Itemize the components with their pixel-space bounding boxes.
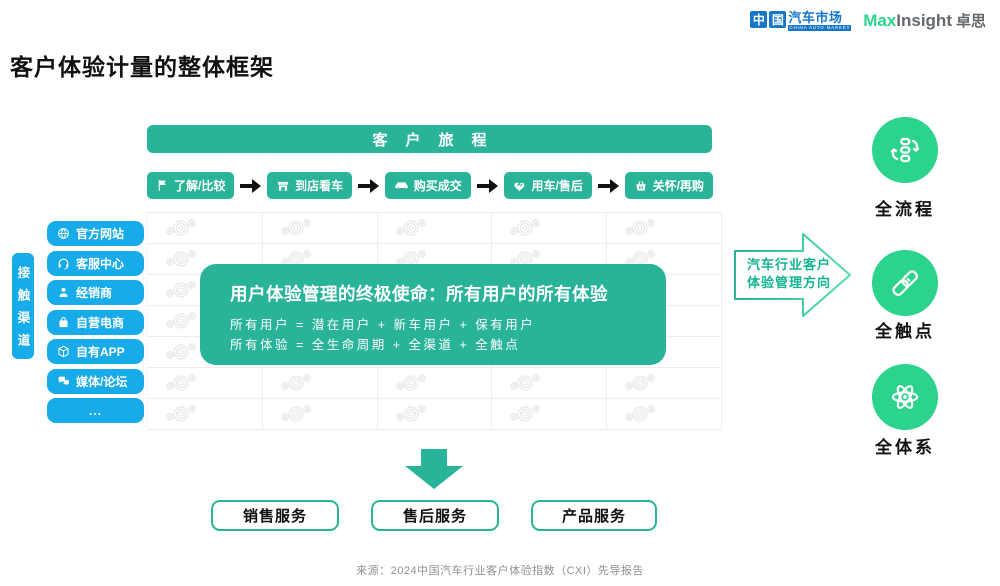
grid-cell <box>377 213 493 244</box>
brand-logos: 中 国 汽车市场 CHINA AUTO MARKET Max Insight 卓… <box>750 10 986 31</box>
headset-icon <box>58 258 69 269</box>
pillar-label-full-process: 全流程 <box>875 200 935 219</box>
step-care-repurchase: 关怀/再购 <box>624 172 713 199</box>
concentric-circles-icon <box>510 374 541 391</box>
mission-formula-experience: 所有体验 = 全生命周期 + 全渠道 + 全触点 <box>230 338 521 352</box>
concentric-circles-icon <box>510 250 541 267</box>
process-icon <box>890 137 920 163</box>
arrow-right-icon <box>357 178 379 193</box>
down-arrow-icon <box>405 449 463 494</box>
channel-ecommerce: 自营电商 <box>47 309 144 335</box>
grid-cell <box>377 399 493 430</box>
grid-cell <box>148 368 263 399</box>
grid-cell <box>492 399 608 430</box>
concentric-circles-icon <box>281 374 311 391</box>
concentric-circles-icon <box>166 250 196 267</box>
grid-cell <box>148 399 263 430</box>
channel-group-label: 接触渠道 <box>15 266 30 356</box>
cam-logo-square: 中 <box>750 10 768 28</box>
cam-logo-text: 汽车市场 <box>788 9 843 25</box>
service-product: 产品服务 <box>531 500 657 531</box>
concentric-circles-icon <box>281 219 311 236</box>
channel-service-center: 客服中心 <box>47 250 144 276</box>
concentric-circles-icon <box>625 219 655 236</box>
concentric-circles-icon <box>166 281 196 298</box>
handshake-icon <box>892 270 919 297</box>
maxinsight-logo: Max Insight 卓思 <box>863 11 986 30</box>
journey-steps: 了解/比较 到店看车 购买成交 用车/售后 关怀/再购 <box>147 172 713 199</box>
service-aftersales: 售后服务 <box>371 500 499 531</box>
pillar-full-process <box>872 117 938 183</box>
concentric-circles-icon <box>510 219 541 236</box>
concentric-circles-icon <box>281 405 311 422</box>
concentric-circles-icon <box>510 405 541 422</box>
journey-title: 客户旅程 <box>372 131 505 149</box>
grid-cell <box>607 368 722 399</box>
store-icon <box>277 181 289 191</box>
step-learn-compare: 了解/比较 <box>147 172 235 199</box>
channel-more: ... <box>47 398 144 423</box>
step-visit-store: 到店看车 <box>267 172 353 199</box>
pillar-label-full-system: 全体系 <box>875 438 935 457</box>
china-auto-market-logo: 中 国 汽车市场 CHINA AUTO MARKET <box>750 9 852 31</box>
basket-icon <box>635 180 646 191</box>
mission-title: 用户体验管理的终极使命：所有用户的所有体验 <box>230 284 608 304</box>
concentric-circles-icon <box>625 374 655 391</box>
channel-list: 官方网站 客服中心 经销商 自营电商 自有APP 媒体/论坛 ... <box>47 221 144 423</box>
direction-arrow: 汽车行业客户 体验管理方向 <box>733 231 853 319</box>
source-note: 来源：2024中国汽车行业客户体验指数（CXI）先导报告 <box>356 565 644 577</box>
grid-cell <box>262 399 378 430</box>
grid-cell <box>492 368 608 399</box>
journey-header-bar: 客户旅程 <box>147 125 712 153</box>
pillar-full-touchpoint <box>872 250 938 316</box>
channel-dealer: 经销商 <box>47 280 144 305</box>
concentric-circles-icon <box>625 405 655 422</box>
grid-cell <box>607 213 722 244</box>
channel-official-website: 官方网站 <box>47 221 144 246</box>
channel-own-app: 自有APP <box>47 339 144 364</box>
arrow-right-icon <box>476 178 498 193</box>
grid-cell <box>262 213 378 244</box>
concentric-circles-icon <box>395 374 426 391</box>
concentric-circles-icon <box>166 374 196 391</box>
concentric-circles-icon <box>166 219 196 236</box>
grid-cell <box>262 368 378 399</box>
channel-media-forum: 媒体/论坛 <box>47 368 144 394</box>
grid-cell <box>148 213 263 244</box>
cam-logo-caption: CHINA AUTO MARKET <box>788 24 852 31</box>
pillar-full-system <box>872 364 938 430</box>
concentric-circles-icon <box>395 219 426 236</box>
concentric-circles-icon <box>395 405 426 422</box>
channel-group-tab: 接触渠道 <box>12 253 34 359</box>
concentric-circles-icon <box>166 343 196 360</box>
mission-box: 用户体验管理的终极使命：所有用户的所有体验 所有用户 = 潜在用户 + 新车用户… <box>200 264 666 365</box>
handshake-heart-icon <box>513 182 524 191</box>
globe-icon <box>58 228 69 239</box>
pillar-label-full-touchpoint: 全触点 <box>875 322 935 341</box>
flag-icon <box>158 180 166 191</box>
step-use-aftersales: 用车/售后 <box>503 172 592 199</box>
cam-logo-square: 国 <box>769 10 787 28</box>
service-sales: 销售服务 <box>211 500 339 531</box>
concentric-circles-icon <box>166 312 196 329</box>
grid-cell <box>607 399 722 430</box>
bag-icon <box>59 316 68 327</box>
car-icon <box>395 182 408 190</box>
cube-icon <box>58 345 69 358</box>
page-title: 客户体验计量的整体框架 <box>10 54 274 80</box>
atom-icon <box>891 385 919 409</box>
direction-arrow-label: 汽车行业客户 体验管理方向 <box>747 257 832 291</box>
grid-cell <box>377 368 493 399</box>
step-purchase: 购买成交 <box>384 172 471 199</box>
arrow-right-icon <box>597 178 619 193</box>
arrow-right-icon <box>240 178 262 193</box>
concentric-circles-icon <box>166 405 196 422</box>
person-icon <box>59 287 68 297</box>
mission-formula-users: 所有用户 = 潜在用户 + 新车用户 + 保有用户 <box>230 318 536 332</box>
grid-cell <box>492 213 608 244</box>
chat-icon <box>58 376 69 386</box>
